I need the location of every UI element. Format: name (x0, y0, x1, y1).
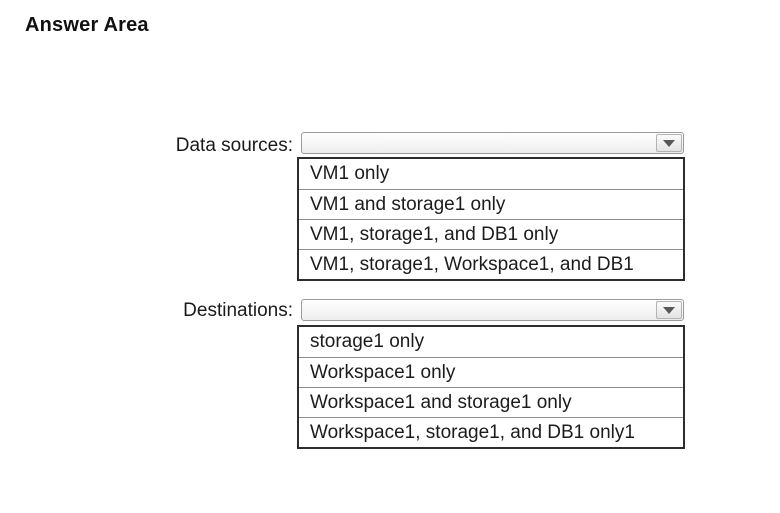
destinations-dropdown-button[interactable] (656, 301, 682, 319)
data-sources-dropdown-button[interactable] (656, 134, 682, 152)
destinations-option[interactable]: storage1 only (299, 327, 683, 357)
data-sources-dropdown-value (308, 133, 653, 153)
data-sources-option[interactable]: VM1 and storage1 only (299, 189, 683, 219)
destinations-label: Destinations: (183, 300, 293, 321)
data-sources-dropdown[interactable] (301, 132, 684, 154)
chevron-down-icon (663, 139, 675, 147)
destinations-options-list: storage1 only Workspace1 only Workspace1… (297, 325, 685, 449)
page-title: Answer Area (25, 14, 149, 36)
chevron-down-icon (663, 306, 675, 314)
destinations-dropdown-value (308, 300, 653, 320)
data-sources-option[interactable]: VM1 only (299, 159, 683, 189)
destinations-option[interactable]: Workspace1, storage1, and DB1 only1 (299, 417, 683, 447)
destinations-option[interactable]: Workspace1 and storage1 only (299, 387, 683, 417)
data-sources-options-list: VM1 only VM1 and storage1 only VM1, stor… (297, 157, 685, 281)
destinations-option[interactable]: Workspace1 only (299, 357, 683, 387)
data-sources-label: Data sources: (175, 135, 293, 156)
data-sources-option[interactable]: VM1, storage1, Workspace1, and DB1 (299, 249, 683, 279)
data-sources-option[interactable]: VM1, storage1, and DB1 only (299, 219, 683, 249)
destinations-dropdown[interactable] (301, 299, 684, 321)
